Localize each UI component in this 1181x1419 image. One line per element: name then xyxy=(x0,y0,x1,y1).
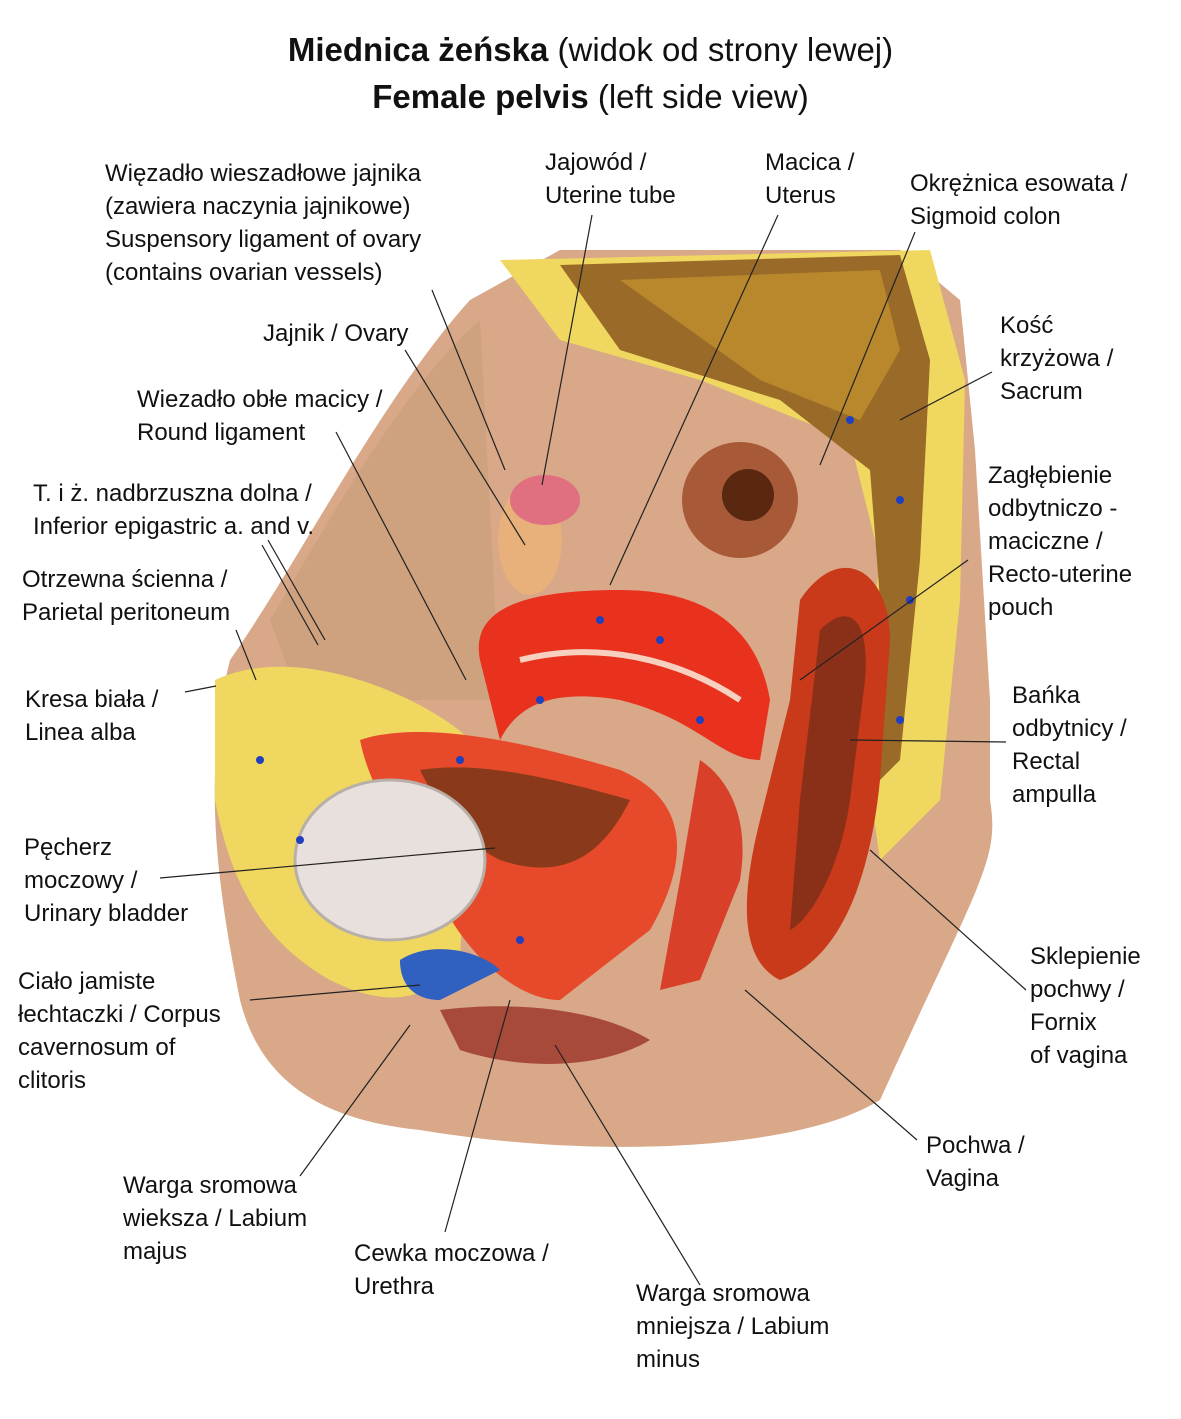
label-line: Wiezadło obłe macicy / xyxy=(137,386,383,413)
label-line: odbytniczo - xyxy=(988,495,1118,522)
label-line: clitoris xyxy=(18,1067,87,1094)
label-line: Macica / xyxy=(765,149,855,176)
label-line: Warga sromowa xyxy=(636,1280,810,1307)
label-line: wieksza / Labium xyxy=(123,1205,308,1232)
label-parietal-peritoneum: Otrzewna ścienna / Parietal peritoneum xyxy=(22,563,230,629)
label-line: T. i ż. nadbrzuszna dolna / xyxy=(33,480,312,507)
label-line: Okrężnica esowata / xyxy=(910,170,1128,197)
title-pl-sub: (widok od strony lewej) xyxy=(557,31,894,68)
label-sigmoid-colon: Okrężnica esowata / Sigmoid colon xyxy=(910,167,1127,233)
label-line: Suspensory ligament of ovary xyxy=(105,226,422,253)
label-round-ligament: Wiezadło obłe macicy / Round ligament xyxy=(137,383,382,449)
leader-lines xyxy=(159,214,1027,1286)
label-line: Zagłębienie xyxy=(988,462,1113,489)
label-line: pouch xyxy=(988,594,1054,621)
label-line: Sacrum xyxy=(1000,378,1083,405)
label-line: of vagina xyxy=(1030,1042,1128,1069)
label-line: moczowy / xyxy=(24,867,138,894)
label-line: Pęcherz xyxy=(24,834,113,861)
label-line: Linea alba xyxy=(25,719,136,746)
label-line: Bańka xyxy=(1012,682,1081,709)
label-recto-uterine-pouch: Zagłębienie odbytniczo - maciczne / Recto-u… xyxy=(988,459,1132,624)
label-line: Pochwa / xyxy=(926,1132,1025,1159)
label-line: majus xyxy=(123,1238,188,1265)
label-rectal-ampulla: Bańka odbytnicy / Rectal ampulla xyxy=(1012,679,1127,811)
label-suspensory-ligament: Więzadło wieszadłowe jajnika (zawiera nac… xyxy=(105,157,421,289)
uterine-tube xyxy=(510,475,580,525)
label-urinary-bladder: Pęcherz moczowy / Urinary bladder xyxy=(24,831,188,930)
label-line: Otrzewna ścienna / xyxy=(22,566,228,593)
label-line: Ciało jamiste xyxy=(18,968,156,995)
title-en-sub: (left side view) xyxy=(597,78,809,115)
title-pl: Miednica żeńska xyxy=(287,31,549,68)
label-line: pochwy / xyxy=(1030,976,1125,1003)
label-line: mniejsza / Labium xyxy=(636,1313,830,1340)
label-linea-alba: Kresa biała / Linea alba xyxy=(25,683,158,749)
label-sacrum: Kość krzyżowa / Sacrum xyxy=(1000,309,1113,408)
label-line: Vagina xyxy=(926,1165,999,1192)
label-line: Kresa biała / xyxy=(25,686,159,713)
label-line: Inferior epigastric a. and v. xyxy=(33,513,315,540)
pubic-symphysis xyxy=(293,778,487,942)
vagina-wall xyxy=(660,760,743,990)
label-line: Urinary bladder xyxy=(24,900,189,927)
label-line: cavernosum of xyxy=(18,1034,176,1061)
label-line: maciczne / xyxy=(988,528,1103,555)
label-line: Fornix xyxy=(1030,1009,1097,1036)
label-line: Kość xyxy=(1000,312,1054,339)
label-labium-majus: Warga sromowa wieksza / Labium majus xyxy=(123,1169,307,1268)
label-line: ampulla xyxy=(1012,781,1097,808)
label-line: Uterus xyxy=(765,182,836,209)
label-line: krzyżowa / xyxy=(1000,345,1114,372)
label-line: (zawiera naczynia jajnikowe) xyxy=(105,193,411,220)
label-line: Rectal xyxy=(1012,748,1081,775)
label-inferior-epigastric: T. i ż. nadbrzuszna dolna / Inferior epig… xyxy=(33,477,314,543)
label-line: Uterine tube xyxy=(545,182,676,209)
label-line: Jajowód / xyxy=(545,149,647,176)
label-line: Jajnik / Ovary xyxy=(263,320,409,347)
label-uterine-tube: Jajowód / Uterine tube xyxy=(545,146,676,212)
labia xyxy=(440,1006,650,1064)
label-line: Parietal peritoneum xyxy=(22,599,231,626)
label-line: Więzadło wieszadłowe jajnika xyxy=(105,160,422,187)
label-urethra: Cewka moczowa / Urethra xyxy=(354,1237,549,1303)
clitoris xyxy=(400,949,500,1000)
label-uterus: Macica / Uterus xyxy=(765,146,854,212)
label-line: Round ligament xyxy=(137,419,306,446)
label-line: odbytnicy / xyxy=(1012,715,1127,742)
label-line: Urethra xyxy=(354,1273,435,1300)
label-corpus-cavernosum: Ciało jamiste łechtaczki / Corpus cavernos… xyxy=(18,965,221,1097)
title-line-1: Miednica żeńska (widok od strony lewej) xyxy=(0,30,1181,70)
label-line: Recto-uterine xyxy=(988,561,1133,588)
label-line: łechtaczki / Corpus xyxy=(18,1001,221,1028)
label-line: Sigmoid colon xyxy=(910,203,1061,230)
title-line-2: Female pelvis (left side view) xyxy=(0,77,1181,117)
label-line: Warga sromowa xyxy=(123,1172,297,1199)
label-fornix: Sklepienie pochwy / Fornix of vagina xyxy=(1030,940,1141,1072)
label-ovary: Jajnik / Ovary xyxy=(263,317,408,350)
vessel-dots xyxy=(256,416,914,944)
label-vagina: Pochwa / Vagina xyxy=(926,1129,1025,1195)
label-line: (contains ovarian vessels) xyxy=(105,259,383,286)
title-en: Female pelvis xyxy=(372,78,589,115)
label-labium-minus: Warga sromowa mniejsza / Labium minus xyxy=(636,1277,829,1376)
label-line: Sklepienie xyxy=(1030,943,1141,970)
label-line: Cewka moczowa / xyxy=(354,1240,549,1267)
label-line: minus xyxy=(636,1346,701,1373)
